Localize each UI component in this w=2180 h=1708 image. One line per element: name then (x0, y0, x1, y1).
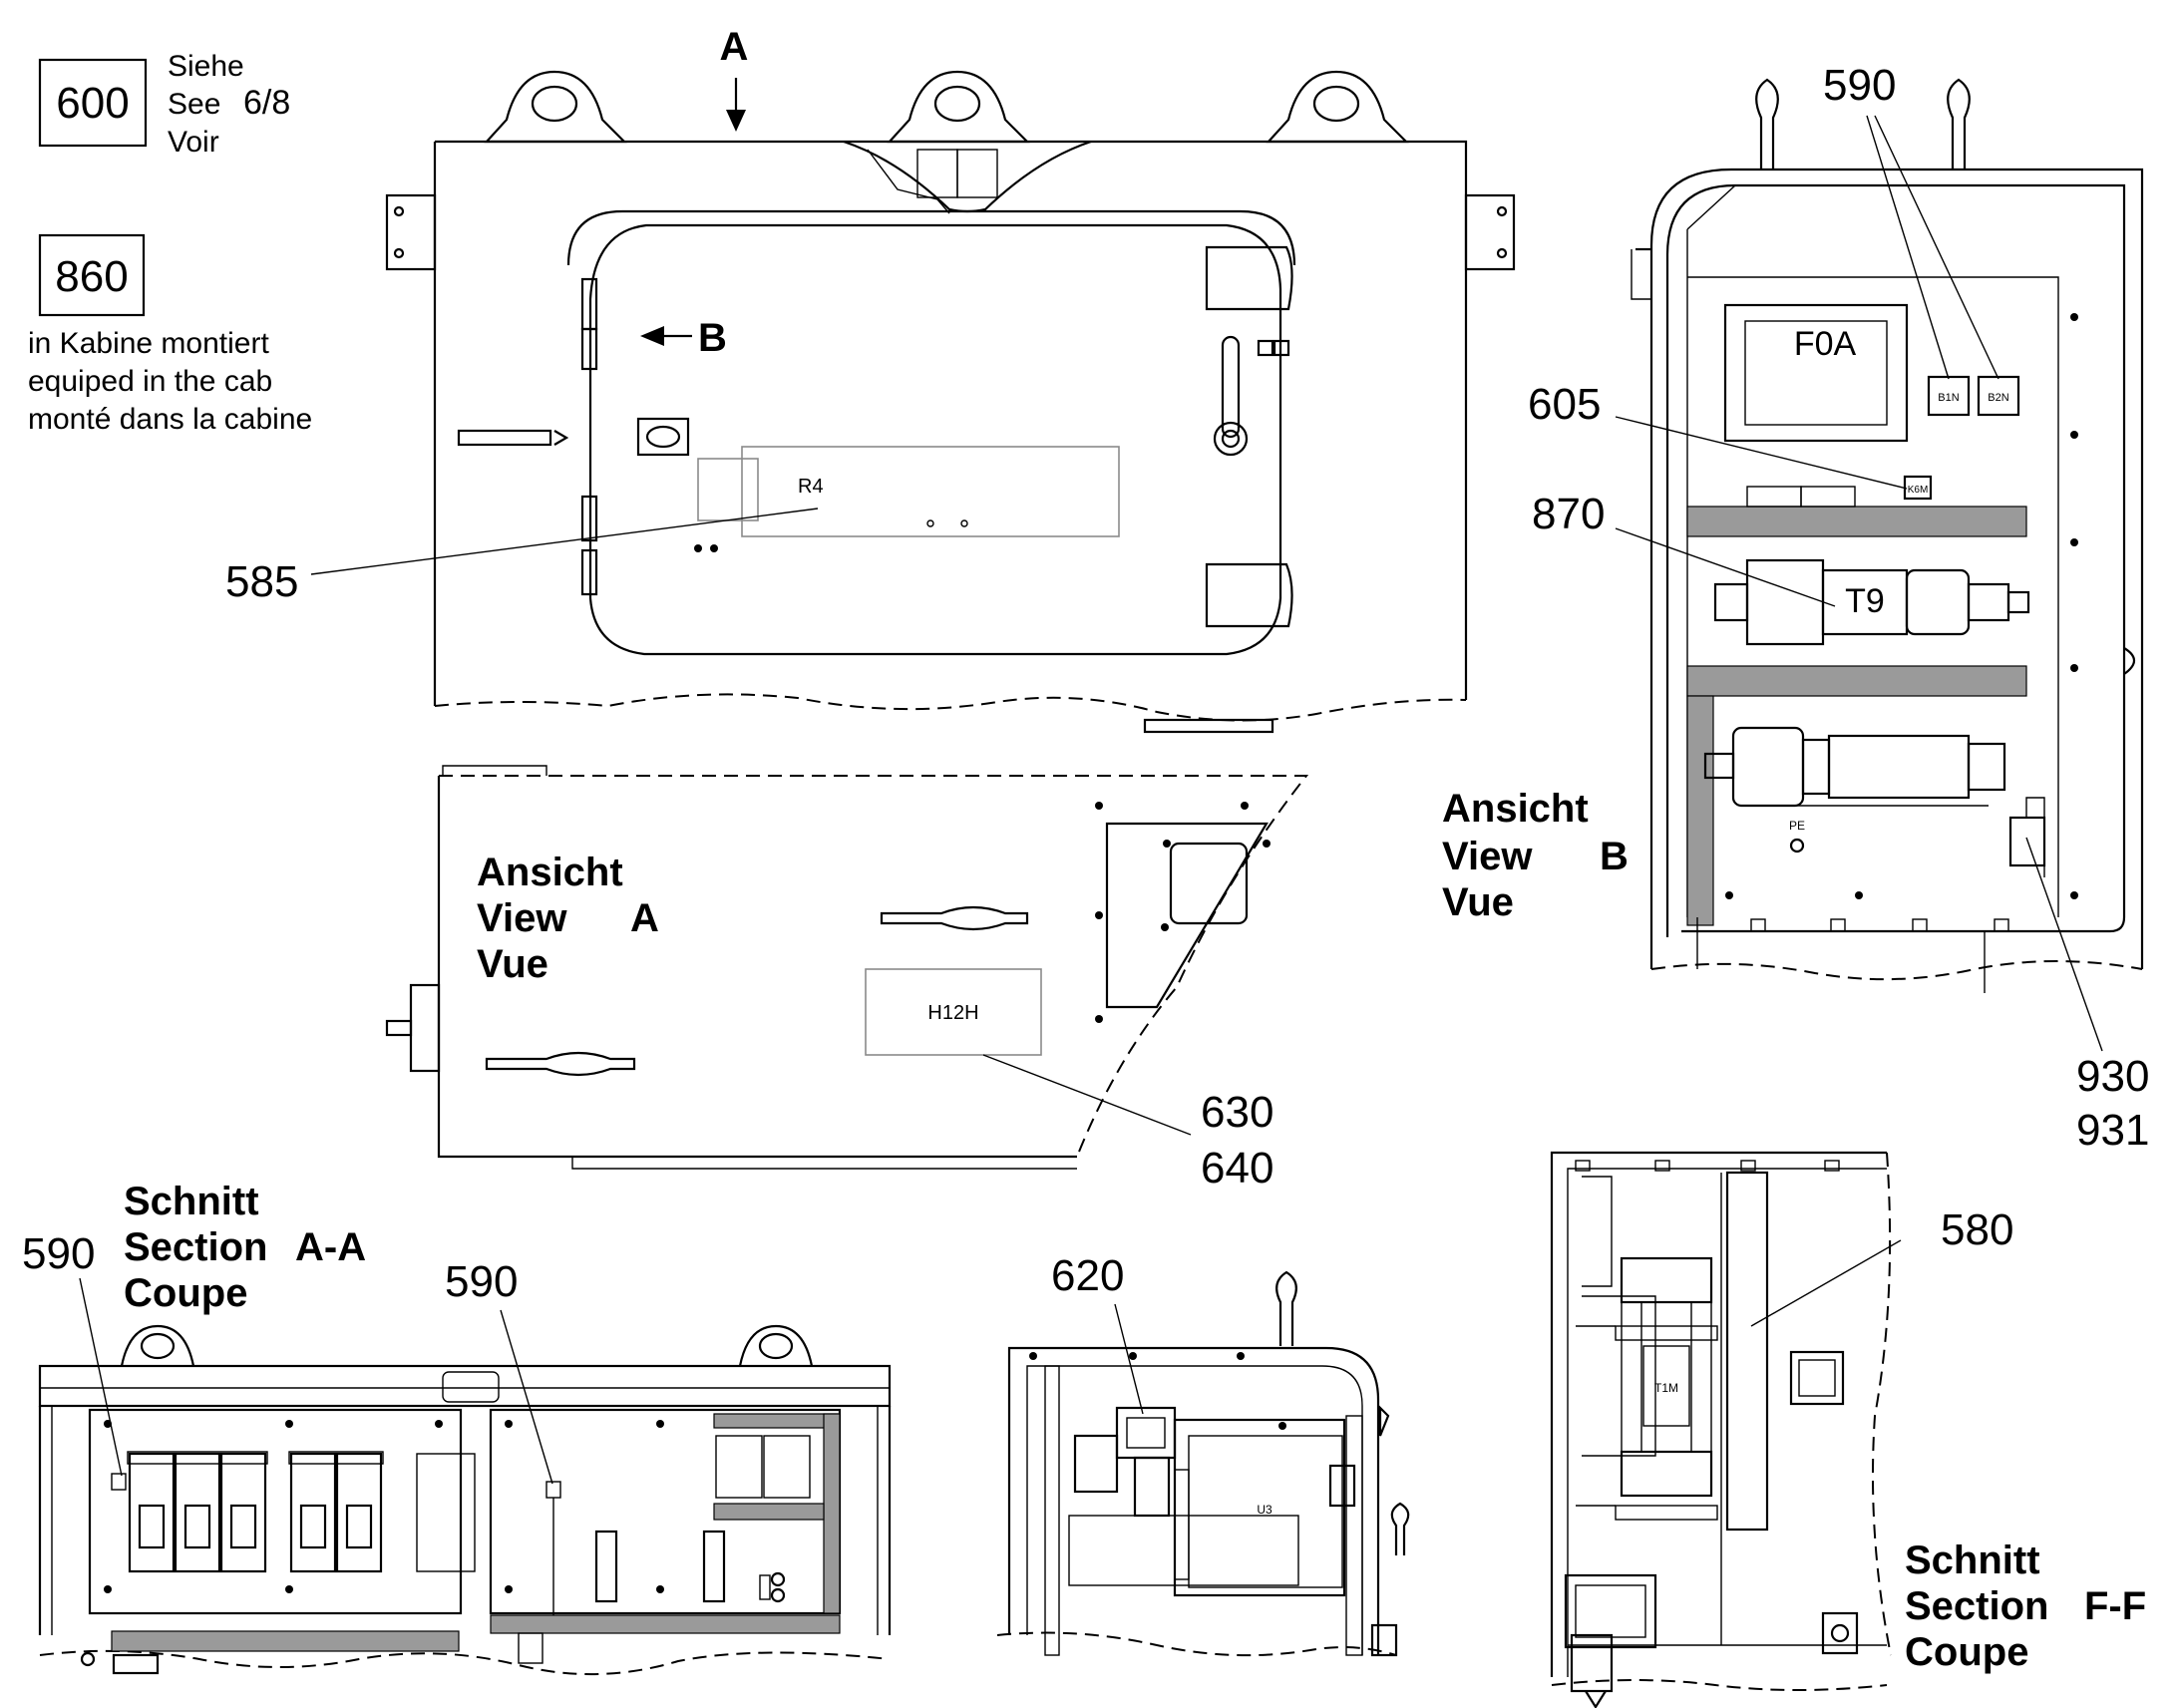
component-r4 (741, 446, 1120, 537)
view-b-title-fr: Vue (1442, 880, 1514, 924)
section-f-f: T1M Schnitt Section Coupe F-F (1550, 1151, 2146, 1708)
callout-931-label: 931 (2076, 1106, 2149, 1155)
callout-630-640: 630 640 (982, 1054, 1273, 1193)
reference-note-860: 860 in Kabine montiert equiped in the ca… (28, 233, 312, 436)
component-h12h-label: H12H (927, 1002, 978, 1024)
component-h12h (865, 968, 1042, 1056)
component-f0a (1723, 303, 1909, 443)
callout-590-top-label: 590 (1823, 61, 1896, 110)
component-t9-label: T9 (1845, 582, 1885, 620)
callout-640-label: 640 (1201, 1144, 1273, 1193)
component-f0a-label: F0A (1794, 325, 1857, 363)
section-ff-title-fr: Coupe (1905, 1630, 2028, 1674)
socket-icon (636, 417, 690, 457)
view-arrow-a: A (720, 25, 749, 132)
component-k6m-label: K6M (1908, 485, 1929, 496)
component-u3-label: U3 (1257, 1503, 1272, 1517)
component-b1n-label: B1N (1938, 392, 1959, 404)
section-a-a: Schnitt Section Coupe A-A (38, 1180, 892, 1676)
box-860-label: 860 (55, 252, 128, 301)
component-t1m (1642, 1345, 1690, 1427)
section-ff-letter: F-F (2084, 1584, 2146, 1628)
section-ff-title-de: Schnitt (1905, 1538, 2040, 1582)
mounting-bracket-right (1464, 193, 1516, 271)
view-b-letter: B (1600, 835, 1629, 878)
component-t1m-label: T1M (1654, 1381, 1678, 1395)
section-detail-620: U3 (996, 1270, 1410, 1657)
view-b-title-de: Ansicht (1442, 787, 1589, 831)
callout-590-left-label: 590 (22, 1229, 95, 1278)
arrow-b-label: B (698, 316, 727, 360)
voir-label: Voir (168, 126, 219, 159)
view-a-letter: A (630, 896, 659, 940)
cab-note-de: in Kabine montiert (28, 327, 269, 360)
front-view: A (385, 25, 1516, 734)
callout-870: 870 (1532, 490, 1836, 607)
view-b: F0A B1N B2N K6M T9 PE (1442, 78, 2144, 993)
callout-590-top: 590 (1823, 61, 1999, 380)
siehe-label: Siehe (168, 50, 244, 83)
section-aa-title-fr: Coupe (124, 1271, 247, 1315)
callout-870-label: 870 (1532, 490, 1605, 538)
component-b2n-label: B2N (1988, 392, 2008, 404)
callout-580-label: 580 (1941, 1205, 2013, 1254)
section-aa-title-en: Section (124, 1225, 267, 1269)
callout-590-mid: 590 (445, 1257, 553, 1485)
callout-585: 585 (225, 508, 819, 606)
side-latch-icon (457, 429, 552, 447)
section-aa-letter: A-A (295, 1225, 366, 1269)
callout-930-931: 930 931 (2025, 837, 2149, 1155)
component-620 (1115, 1406, 1177, 1460)
component-r4-label: R4 (798, 476, 824, 498)
callout-620-label: 620 (1051, 1251, 1124, 1300)
reference-note-600: 600 Siehe See Voir 6/8 (38, 50, 290, 159)
callout-585-label: 585 (225, 557, 298, 606)
view-a-title-fr: Vue (477, 942, 548, 986)
lifting-eye-left (484, 70, 627, 144)
section-ff-title-en: Section (1905, 1584, 2048, 1628)
view-b-title-en: View (1442, 835, 1533, 878)
lifting-eye-right (1266, 70, 1409, 144)
sheet-ref-label: 6/8 (243, 84, 290, 122)
cab-note-fr: monté dans la cabine (28, 403, 312, 436)
view-a-title-en: View (477, 896, 567, 940)
breaker-group-left (127, 1451, 268, 1573)
pe-label: PE (1789, 819, 1805, 833)
callout-620: 620 (1051, 1251, 1144, 1415)
component-b2n (1977, 375, 2020, 417)
callout-590-left: 590 (22, 1229, 123, 1477)
cab-note-en: equiped in the cab (28, 365, 272, 398)
see-label: See (168, 88, 220, 121)
box-600-label: 600 (56, 79, 129, 128)
cabinet-door: B R4 (566, 209, 1296, 656)
arrow-a-label: A (720, 25, 749, 69)
breaker-group-right (288, 1451, 384, 1573)
view-a-title-de: Ansicht (477, 851, 623, 894)
callout-590-mid-label: 590 (445, 1257, 518, 1306)
lifting-eye-center (887, 70, 1030, 144)
callout-580: 580 (1750, 1205, 2013, 1327)
mounting-bracket-left (385, 193, 437, 271)
callout-930-label: 930 (2076, 1052, 2149, 1101)
door-handle-icon (1221, 335, 1241, 439)
view-a: H12H Ansicht View Vue A (385, 765, 1309, 1170)
callout-605: 605 (1528, 380, 1908, 490)
section-aa-title-de: Schnitt (124, 1180, 259, 1223)
callout-605-label: 605 (1528, 380, 1601, 429)
callout-630-label: 630 (1201, 1088, 1273, 1137)
